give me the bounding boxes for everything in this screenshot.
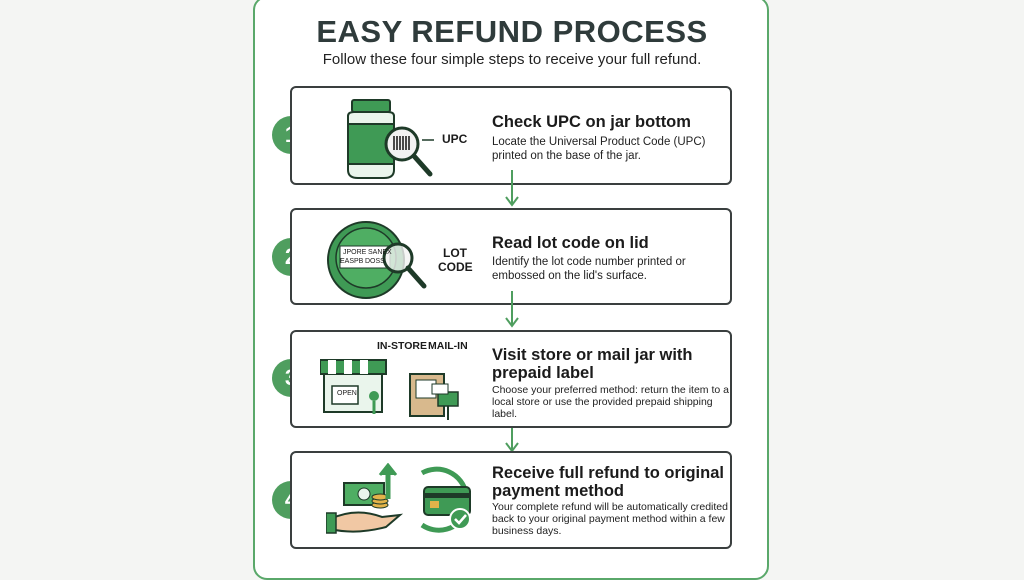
step-3-card: OPEN IN-STORE MAIL-IN Visit store or mai… xyxy=(290,330,732,428)
lot-label: LOT xyxy=(443,246,467,260)
arrow-down-icon xyxy=(505,428,519,453)
lid-text-4: DOSS xyxy=(365,258,385,265)
store-and-mailbox-icon xyxy=(320,359,459,420)
mail-in-label: MAIL-IN xyxy=(428,340,468,352)
step-4-description: Your complete refund will be automatical… xyxy=(492,501,728,537)
step-4-card: Receive full refund to original payment … xyxy=(290,451,732,549)
lid-with-magnifier-icon xyxy=(327,221,427,299)
jar-with-magnifier-icon xyxy=(347,99,434,179)
money-and-card-refund-icon xyxy=(326,463,471,534)
open-sign-label: OPEN xyxy=(337,390,357,397)
step-1-description: Locate the Universal Product Code (UPC) … xyxy=(492,136,706,162)
in-store-label: IN-STORE xyxy=(377,340,427,352)
lid-text-1: JPORE xyxy=(343,249,367,256)
step-4-title: Receive full refund to original payment … xyxy=(492,464,724,500)
step-1-title: Check UPC on jar bottom xyxy=(492,113,691,131)
arrow-down-icon xyxy=(505,170,519,207)
code-label: CODE xyxy=(438,260,473,274)
arrow-down-icon xyxy=(505,291,519,328)
step-2-card: JPORE SANEX EASPB DOSS LOT CODE Read lot… xyxy=(290,208,732,305)
page-title: EASY REFUND PROCESS xyxy=(316,14,708,49)
lid-text-3: EASPB xyxy=(340,258,364,265)
step-3-title: Visit store or mail jar with prepaid lab… xyxy=(492,346,693,382)
step-2-description: Identify the lot code number printed or … xyxy=(492,256,686,282)
step-3-description: Choose your preferred method: return the… xyxy=(492,384,729,420)
lid-text-2: SANEX xyxy=(368,249,392,256)
upc-label: UPC xyxy=(442,132,468,146)
page-subtitle: Follow these four simple steps to receiv… xyxy=(322,51,702,68)
step-2-title: Read lot code on lid xyxy=(492,234,649,252)
